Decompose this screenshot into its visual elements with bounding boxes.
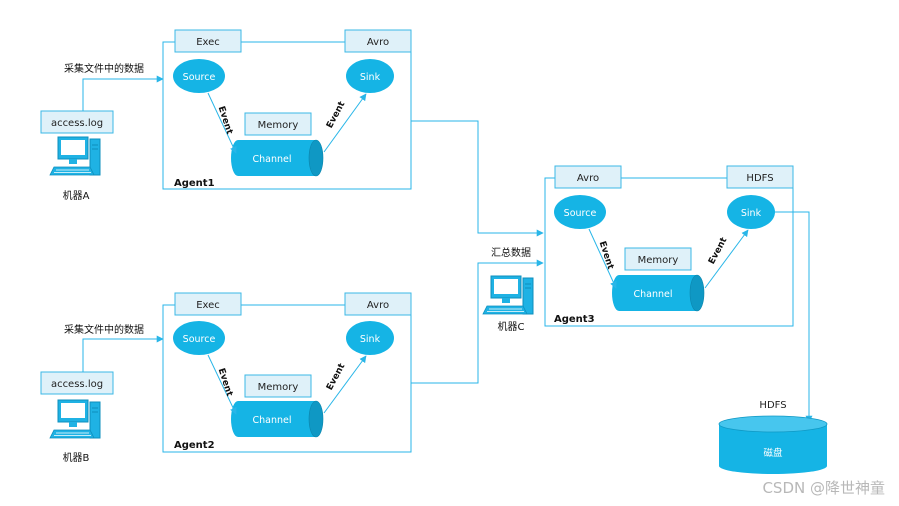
agent3-sink-label: Sink [741, 208, 762, 219]
watermark: CSDN @降世神童 [762, 479, 885, 497]
agent3-source-node [554, 195, 606, 229]
agent2-source-tag-label: Exec [196, 300, 220, 311]
agent3-source-tag-label: Avro [577, 173, 599, 184]
agent3-event-out-arrow [704, 229, 749, 289]
agent3-channel-tag [624, 247, 692, 271]
agent2-channel-tag-label: Memory [258, 382, 299, 393]
computer-icon [49, 399, 101, 439]
agent1-source-tag [174, 29, 242, 53]
agent2-to-agent3-arrow [411, 259, 544, 384]
agent1-to-agent3-arrow [411, 120, 544, 237]
agent3-channel-label: Channel [633, 289, 672, 300]
agent2-event-out-arrow [323, 355, 367, 414]
machine-c-name: 机器C [498, 320, 525, 333]
agent3-channel-node [612, 274, 705, 312]
agent2-sink-tag-label: Avro [367, 300, 389, 311]
agent2-event-in-arrow [207, 354, 237, 415]
agent3: Avro HDFS Source Sink Memory Channel Eve… [544, 165, 794, 327]
agent3-sink-tag [726, 165, 794, 189]
agent2-channel-label: Channel [252, 415, 291, 426]
agent1: Exec Avro Source Sink Memory Channel Eve… [162, 29, 412, 190]
collect-label-b: 采集文件中的数据 [64, 323, 144, 336]
machine-a-name: 机器A [63, 189, 90, 202]
agent1-sink-label: Sink [360, 72, 381, 83]
agent3-source-label: Source [564, 208, 597, 219]
agent1-sink-node [346, 59, 394, 93]
machine-a-file-tag [40, 110, 114, 134]
agent2-sink-node [346, 321, 394, 355]
agent2-source-label: Source [183, 334, 216, 345]
agent2-source-node [173, 321, 225, 355]
sink-to-hdfs-arrow [775, 211, 813, 423]
agent3-name: Agent3 [554, 314, 595, 325]
agent2-name: Agent2 [174, 440, 215, 451]
collect-label-a: 采集文件中的数据 [64, 62, 144, 75]
agent2-source-tag [174, 292, 242, 316]
agent3-sink-node [727, 195, 775, 229]
machine-b-name: 机器B [63, 451, 90, 464]
agent1-sink-tag [344, 29, 412, 53]
agent1-sink-tag-label: Avro [367, 37, 389, 48]
agent3-source-tag [554, 165, 622, 189]
agent2-channel-tag [244, 374, 312, 398]
agent2-sink-label: Sink [360, 334, 381, 345]
agent3-channel-tag-label: Memory [638, 255, 679, 266]
agent1-event-out-arrow [323, 93, 367, 153]
machine-a-file-label: access.log [51, 118, 103, 129]
agent1-source-node [173, 59, 225, 93]
machine-b-file-label: access.log [51, 379, 103, 390]
agent1-channel-node [231, 139, 324, 177]
agent1-source-tag-label: Exec [196, 37, 220, 48]
aggregate-label: 汇总数据 [491, 246, 531, 259]
agent1-channel-tag [244, 112, 312, 136]
agent1-name: Agent1 [174, 178, 215, 189]
agent1-event-in-arrow [207, 92, 237, 154]
hdfs-disk [718, 415, 828, 474]
collect-arrow-b [82, 335, 164, 372]
agent1-channel-tag-label: Memory [258, 120, 299, 131]
agent2-channel-node [231, 400, 324, 438]
machine-b: access.log 机器B 采集文件中的数据 [40, 323, 164, 464]
computer-icon [482, 275, 534, 315]
agent1-source-label: Source [183, 72, 216, 83]
agent3-event-in-arrow [588, 228, 617, 289]
machine-b-file-tag [40, 371, 114, 395]
agent1-channel-label: Channel [252, 154, 291, 165]
computer-icon [49, 136, 101, 176]
hdfs-disk-label: 磁盘 [763, 447, 783, 459]
agent3-sink-tag-label: HDFS [746, 173, 773, 184]
agent2-sink-tag [344, 292, 412, 316]
agent2: Exec Avro Source Sink Memory Channel Eve… [162, 292, 412, 453]
collect-arrow-a [82, 75, 164, 111]
machine-c: 机器C [482, 275, 534, 333]
machine-a: access.log 机器A 采集文件中的数据 [40, 62, 164, 202]
hdfs-title: HDFS [759, 400, 786, 411]
